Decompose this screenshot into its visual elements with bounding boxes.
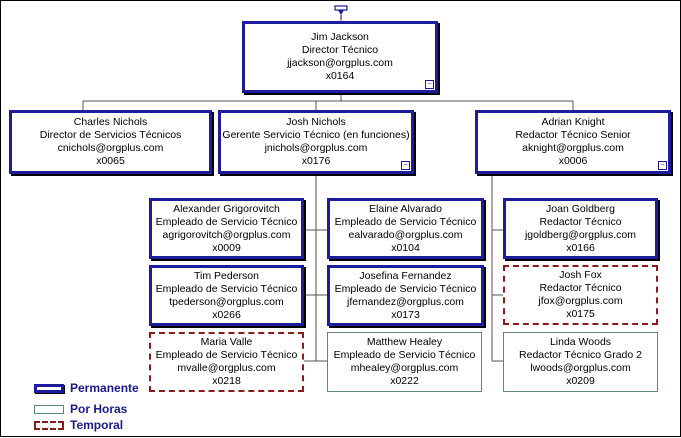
node-email: ealvarado@orgplus.com (348, 228, 463, 241)
node-extension: x0065 (96, 155, 125, 167)
node-name: Tim Pederson (194, 269, 259, 282)
legend-label-temporal: Temporal (70, 418, 124, 432)
node-email: jfox@orgplus.com (538, 295, 623, 307)
node-email: agrigorovitch@orgplus.com (162, 228, 291, 241)
node-title: Empleado de Servicio Técnico (334, 282, 477, 295)
node-name: Maria Valle (200, 336, 253, 348)
legend-swatch-permanente (34, 384, 64, 393)
node-title: Empleado de Servicio Técnico (334, 215, 477, 228)
org-node-maria-valle[interactable]: Maria Valle Empleado de Servicio Técnico… (149, 332, 304, 392)
org-node-alexander-grigorovitch[interactable]: Alexander Grigorovitch Empleado de Servi… (149, 198, 304, 259)
org-node-joan-goldberg[interactable]: Joan Goldberg Redactor Técnico jgoldberg… (503, 198, 658, 259)
node-name: Alexander Grigorovitch (173, 202, 280, 215)
node-name: Charles Nichols (73, 116, 148, 128)
node-name: Joan Goldberg (546, 202, 615, 215)
node-extension: x0166 (566, 241, 595, 254)
org-node-josh-fox[interactable]: Josh Fox Redactor Técnico jfox@orgplus.c… (503, 265, 658, 325)
node-email: mvalle@orgplus.com (177, 362, 276, 374)
node-name: Josh Fox (559, 269, 602, 281)
org-node-josh-nichols[interactable]: Josh Nichols Gerente Servicio Técnico (e… (218, 110, 414, 174)
org-node-adrian-knight[interactable]: Adrian Knight Redactor Técnico Senior ak… (475, 110, 671, 174)
node-email: jfernandez@orgplus.com (347, 295, 464, 308)
node-name: Elaine Alvarado (369, 202, 442, 215)
node-title: Gerente Servicio Técnico (en funciones) (222, 129, 410, 141)
org-node-josefina-fernandez[interactable]: Josefina Fernandez Empleado de Servicio … (327, 265, 484, 326)
org-node-jim-jackson[interactable]: Jim Jackson Director Técnico jjackson@or… (242, 21, 438, 93)
node-title: Redactor Técnico Senior (515, 129, 631, 141)
node-extension: x0218 (212, 375, 241, 387)
node-title: Director de Servicios Técnicos (39, 129, 182, 141)
node-title: Empleado de Servicio Técnico (155, 215, 298, 228)
node-email: lwoods@orgplus.com (530, 362, 631, 374)
legend-label-por-horas: Por Horas (70, 402, 128, 416)
node-extension: x0209 (566, 375, 595, 387)
node-name: Adrian Knight (541, 116, 605, 128)
collapse-icon[interactable]: − (425, 80, 434, 89)
node-title: Empleado de Servicio Técnico (155, 349, 298, 361)
node-extension: x0176 (301, 155, 331, 167)
node-name: Matthew Healey (366, 336, 443, 348)
node-name: Linda Woods (549, 336, 612, 348)
legend-swatch-temporal (34, 421, 64, 430)
node-extension: x0266 (212, 308, 241, 321)
node-extension: x0164 (325, 70, 355, 82)
org-node-linda-woods[interactable]: Linda Woods Redactor Técnico Grado 2 lwo… (503, 332, 658, 392)
org-node-charles-nichols[interactable]: Charles Nichols Director de Servicios Té… (9, 110, 212, 174)
org-node-elaine-alvarado[interactable]: Elaine Alvarado Empleado de Servicio Téc… (327, 198, 484, 259)
legend-item-permanente: Permanente (34, 381, 194, 397)
node-email: jgoldberg@orgplus.com (524, 228, 637, 241)
node-title: Director Técnico (301, 44, 379, 56)
node-email: cnichols@orgplus.com (57, 142, 164, 154)
node-title: Redactor Técnico (539, 282, 622, 294)
node-name: Josefina Fernandez (359, 269, 452, 282)
legend-swatch-por-horas (34, 405, 64, 414)
collapse-icon[interactable]: − (658, 161, 667, 170)
node-title: Redactor Técnico (539, 215, 622, 228)
legend-label-permanente: Permanente (70, 381, 139, 395)
legend-item-temporal: Temporal (34, 418, 194, 434)
legend-item-por-horas: Por Horas (34, 402, 194, 418)
collapse-icon[interactable]: − (401, 161, 410, 170)
node-extension: x0173 (391, 308, 420, 321)
node-extension: x0006 (558, 155, 588, 167)
org-node-matthew-healey[interactable]: Matthew Healey Empleado de Servicio Técn… (327, 332, 482, 392)
node-title: Empleado de Servicio Técnico (333, 349, 476, 361)
node-name: Jim Jackson (311, 31, 369, 43)
node-email: jjackson@orgplus.com (287, 57, 393, 69)
node-extension: x0175 (566, 308, 595, 320)
org-node-tim-pederson[interactable]: Tim Pederson Empleado de Servicio Técnic… (149, 265, 304, 326)
node-extension: x0104 (391, 241, 420, 254)
node-email: aknight@orgplus.com (522, 142, 624, 154)
node-email: tpederson@orgplus.com (169, 295, 284, 308)
node-email: mhealey@orgplus.com (350, 362, 459, 374)
node-extension: x0222 (390, 375, 419, 387)
node-extension: x0009 (212, 241, 241, 254)
node-email: jnichols@orgplus.com (264, 142, 368, 154)
org-handle-icon[interactable] (334, 5, 348, 19)
node-name: Josh Nichols (286, 116, 346, 128)
node-title: Redactor Técnico Grado 2 (519, 349, 642, 361)
node-title: Empleado de Servicio Técnico (155, 282, 298, 295)
